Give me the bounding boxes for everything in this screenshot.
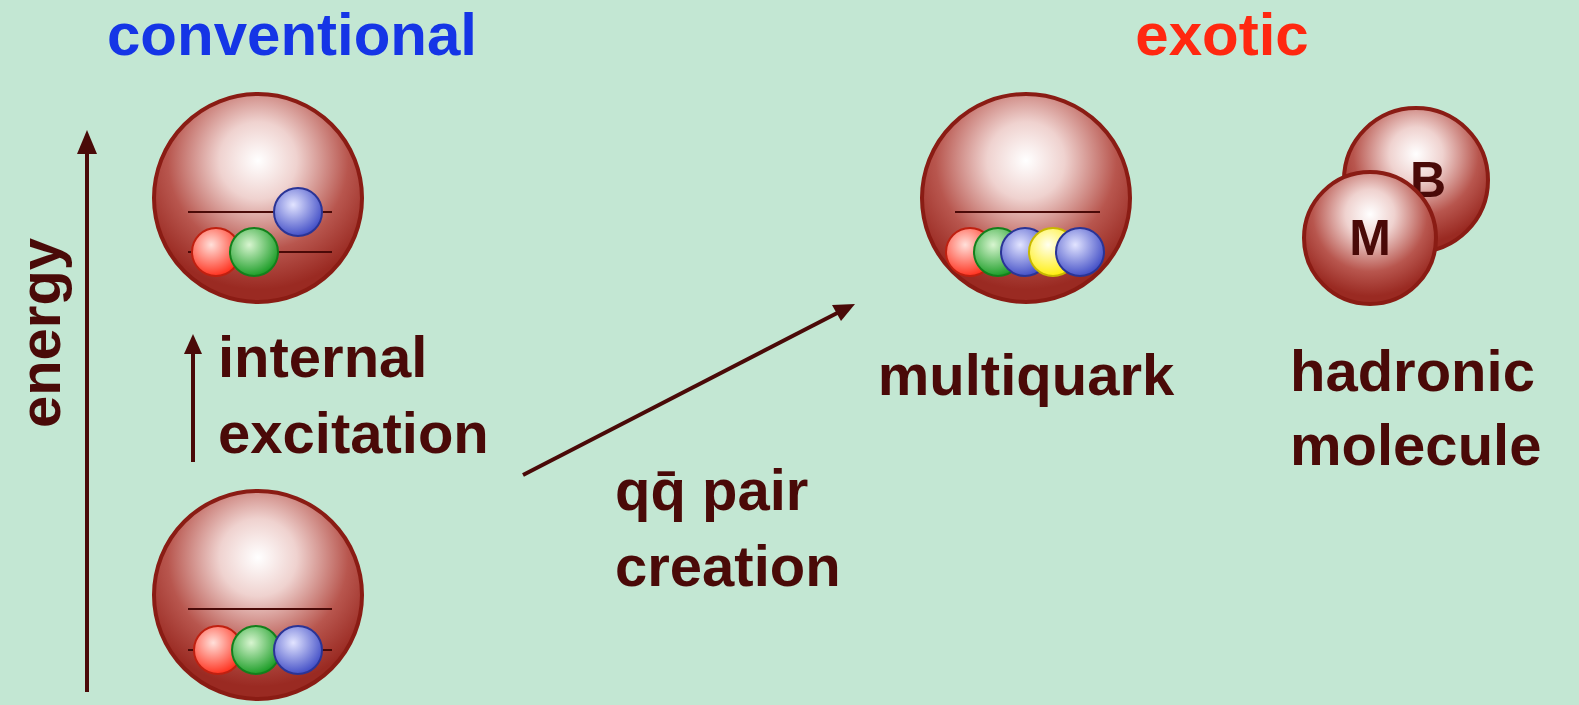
meson-sphere: M [1300,168,1440,308]
group-heading: exotic [1072,0,1372,70]
pair-creation-arrow [523,304,855,475]
ground-baryon [154,491,362,699]
multiquark-sphere: multiquark [870,90,1183,413]
particle-letter: M [1349,211,1391,266]
process-label: qq̄ pair creation [615,452,877,604]
process-label: internal excitation [218,319,518,471]
category-label: hadronic molecule [1290,334,1572,482]
group-heading: conventional [62,0,522,70]
excited-baryon [154,94,362,302]
axis-label: energy [5,203,75,463]
sphere-outline [918,90,1134,306]
node-caption: multiquark [878,337,1175,413]
excitation-arrow [184,334,202,462]
energy-axis [77,130,97,692]
